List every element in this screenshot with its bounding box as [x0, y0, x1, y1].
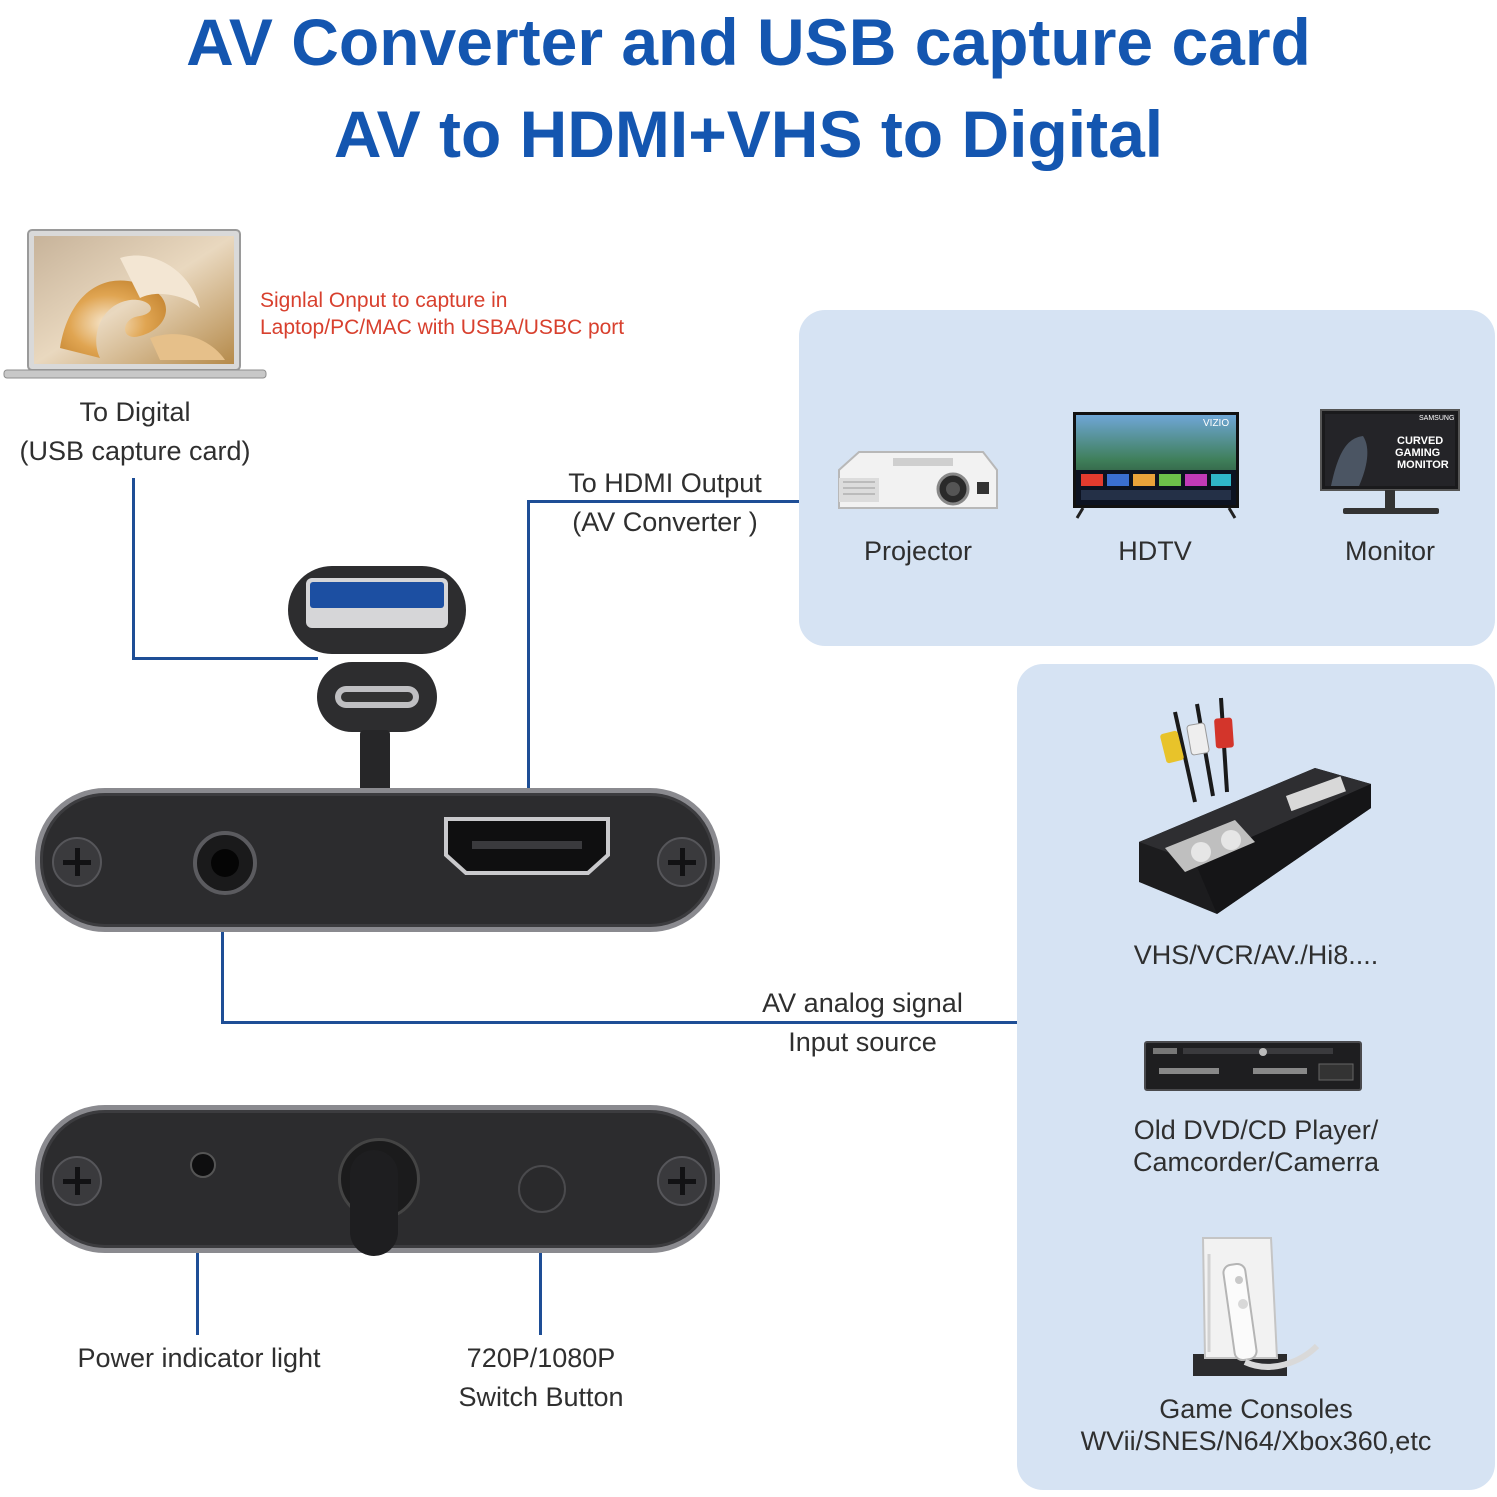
resolution-switch-button[interactable]	[518, 1165, 566, 1213]
usb-a-plug-icon	[288, 566, 466, 654]
capture-label-line1: To Digital	[79, 397, 191, 427]
input-sources-panel: VHS/VCR/AV./Hi8.... Old DVD/CD Player/ C…	[1017, 664, 1495, 1490]
vhs-tape-icon	[1135, 692, 1375, 922]
av-connector-line-horizontal	[221, 1021, 1018, 1024]
switch-pointer-line	[539, 1190, 542, 1335]
switch-label-line1: 720P/1080P	[466, 1343, 616, 1373]
capture-label-line2: (USB capture card)	[19, 436, 251, 466]
screw-icon	[657, 837, 707, 887]
capture-note-line2: Laptop/PC/MAC with USBA/USBC port	[260, 316, 625, 339]
output-devices-panel: Projector VIZIO HDTV	[799, 310, 1495, 646]
hdmi-output-label-line1: To HDMI Output	[568, 468, 762, 498]
page-subtitle: AV to HDMI+VHS to Digital	[333, 97, 1164, 171]
output-label-monitor: Monitor	[1344, 536, 1436, 566]
dvd-player-icon	[1143, 1038, 1363, 1094]
source-label-dvd-line2: Camcorder/Camerra	[1132, 1147, 1380, 1177]
source-label-console-line2: WVii/SNES/N64/Xbox360,etc	[1080, 1426, 1432, 1456]
screw-icon	[52, 837, 102, 887]
screw-icon	[657, 1156, 707, 1206]
hdmi-connector-line-vertical	[527, 500, 530, 838]
power-pointer-line	[196, 1190, 199, 1335]
usb-connector-line-vertical	[132, 478, 135, 660]
monitor-icon: SAMSUNG CURVED GAMING MONITOR	[1319, 408, 1461, 520]
source-label-dvd-line1: Old DVD/CD Player/	[1133, 1115, 1379, 1145]
tv-icon: VIZIO	[1071, 410, 1241, 520]
cable-exit	[350, 1150, 398, 1256]
svg-text:CURVED: CURVED	[1397, 435, 1443, 447]
av-input-label-line1: AV analog signal	[762, 988, 963, 1018]
av-input-jack	[193, 831, 257, 895]
page-title: AV Converter and USB capture card	[186, 5, 1311, 79]
power-indicator-label: Power indicator light	[77, 1343, 321, 1373]
output-label-projector: Projector	[863, 536, 973, 566]
source-label-console-line1: Game Consoles	[1159, 1394, 1353, 1424]
usb-connector-line-horizontal	[132, 657, 318, 660]
av-input-label-line2: Input source	[788, 1027, 937, 1057]
game-console-icon	[1181, 1234, 1331, 1384]
av-connector-line-vertical	[221, 858, 224, 1024]
laptop-icon	[0, 228, 270, 383]
source-label-vhs: VHS/VCR/AV./Hi8....	[1133, 940, 1379, 970]
power-indicator-light	[190, 1152, 216, 1178]
svg-text:SAMSUNG: SAMSUNG	[1419, 415, 1454, 422]
hdmi-output-label-line2: (AV Converter )	[572, 507, 758, 537]
hdmi-connector-line-horizontal	[527, 500, 799, 503]
usb-cable	[360, 730, 390, 792]
svg-text:GAMING: GAMING	[1395, 447, 1440, 459]
output-label-hdtv: HDTV	[1118, 536, 1192, 566]
converter-front-panel	[35, 788, 720, 932]
svg-text:MONITOR: MONITOR	[1397, 459, 1449, 471]
hdmi-port-icon	[442, 815, 612, 877]
screw-icon	[52, 1156, 102, 1206]
switch-label-line2: Switch Button	[458, 1382, 624, 1412]
usb-c-plug-icon	[317, 662, 437, 732]
capture-note-line1: Signlal Onput to capture in	[260, 289, 508, 312]
projector-icon	[833, 448, 1003, 518]
svg-text:VIZIO: VIZIO	[1203, 418, 1229, 429]
